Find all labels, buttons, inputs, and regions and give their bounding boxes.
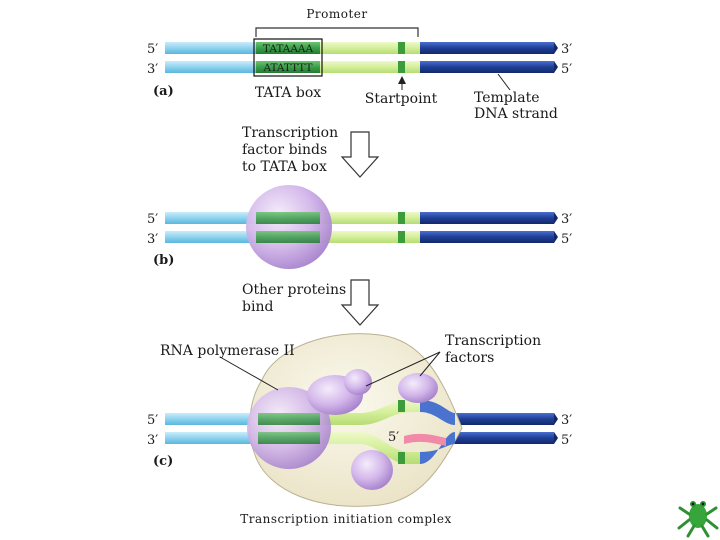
dna-strands-c xyxy=(165,413,558,444)
tf-label-1: Transcription xyxy=(445,333,541,349)
rna-pol-label: RNA polymerase II xyxy=(160,343,295,359)
frog-icon xyxy=(677,501,719,538)
tata-box-label: TATA box xyxy=(255,85,321,101)
dna-bottom-strand-b xyxy=(165,231,558,243)
step2-line1: Other proteins xyxy=(242,282,346,298)
end-bottom-right-a: 5′ xyxy=(561,62,572,77)
step1-down-arrow xyxy=(340,131,380,178)
end-top-right-b: 3′ xyxy=(561,212,572,227)
dna-top-strand-a xyxy=(165,42,558,54)
panel-c-tag: (c) xyxy=(153,454,173,469)
step2-down-arrow xyxy=(340,279,380,326)
startpoint-label: Startpoint xyxy=(365,91,438,107)
step2-line2: bind xyxy=(242,299,273,315)
panel-c: RNA polymerase II Transcription factors … xyxy=(147,333,572,526)
end-top-right-a: 3′ xyxy=(561,42,572,57)
template-label-2: DNA strand xyxy=(474,106,558,122)
tf-label-2: factors xyxy=(445,350,494,366)
end-bottom-right-c: 5′ xyxy=(561,433,572,448)
panel-b-tag: (b) xyxy=(153,253,174,268)
tata-box-outline xyxy=(253,38,323,77)
tata-sequence-bottom: ATATTTT xyxy=(262,62,312,74)
rna-transcript xyxy=(404,433,446,446)
transcription-factor-2 xyxy=(344,369,372,395)
template-pointer xyxy=(497,73,511,91)
panel-a-tag: (a) xyxy=(153,84,174,99)
end-bottom-left-a: 3′ xyxy=(147,62,158,77)
tf-pointer-2 xyxy=(419,351,441,377)
tata-binding-protein-c xyxy=(247,387,331,469)
tata-sequence-top: TATAAAA xyxy=(263,43,314,55)
step-2: Other proteins bind xyxy=(242,279,380,326)
step1-line1: Transcription xyxy=(242,125,338,141)
end-top-left-a: 5′ xyxy=(147,42,158,57)
step-1: Transcription factor binds to TATA box xyxy=(242,125,380,178)
promoter-label: Promoter xyxy=(306,7,367,21)
dna-bottom-strand-a xyxy=(165,61,558,73)
complex-label: Transcription initiation complex xyxy=(240,512,452,526)
template-label-1: Template xyxy=(474,90,540,106)
rna-pol-pointer xyxy=(219,356,279,391)
step1-line3: to TATA box xyxy=(242,159,327,175)
step1-line2: factor binds xyxy=(242,142,327,158)
panel-b: 5′ 3′ 3′ 5′ (b) xyxy=(147,185,572,269)
transcription-factor-3 xyxy=(398,373,438,403)
transcription-factor-4 xyxy=(351,450,393,490)
tf-pointer-1 xyxy=(365,351,441,387)
rna-5prime-label: 5′ xyxy=(388,430,399,445)
end-bottom-left-b: 3′ xyxy=(147,232,158,247)
panel-a: Promoter TATAAAA ATATTTT 5′ 3′ 3′ 5′ (a xyxy=(147,7,572,122)
end-top-right-c: 3′ xyxy=(561,413,572,428)
promoter-bracket xyxy=(255,27,419,37)
tata-binding-protein xyxy=(246,185,332,269)
dna-top-strand-b xyxy=(165,212,558,224)
end-bottom-left-c: 3′ xyxy=(147,433,158,448)
end-bottom-right-b: 5′ xyxy=(561,232,572,247)
end-top-left-c: 5′ xyxy=(147,413,158,428)
end-top-left-b: 5′ xyxy=(147,212,158,227)
